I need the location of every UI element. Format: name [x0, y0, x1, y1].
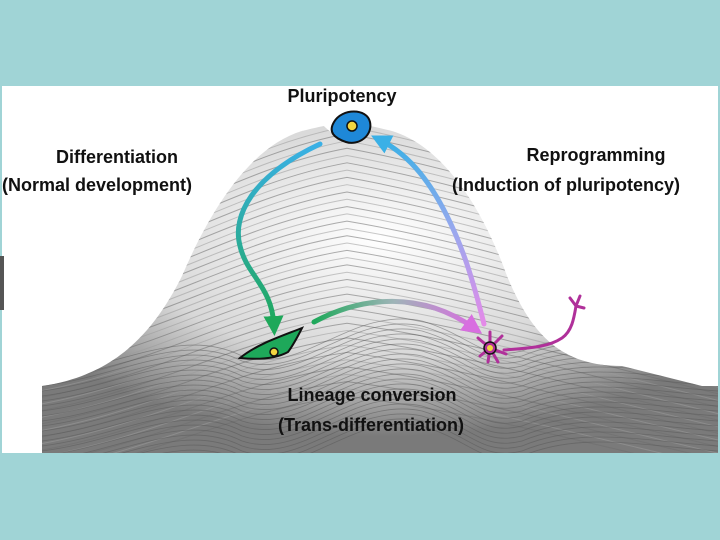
pluripotency-label: Pluripotency — [287, 86, 397, 106]
reprogramming-arrow — [371, 135, 487, 327]
lineage-conversion-arrow — [311, 298, 483, 334]
pluripotent-stem-cell-icon — [330, 110, 372, 144]
differentiation-label: Differentiation — [55, 147, 178, 167]
landscape-diagram — [42, 86, 718, 453]
trans-differentiation-label: (Trans-differentiation) — [277, 415, 464, 435]
lineage-conversion-label: Lineage conversion — [287, 385, 457, 405]
slide-side-marker — [0, 256, 4, 310]
landscape-hill — [42, 124, 718, 453]
neuron-cell-icon — [476, 294, 586, 364]
waddington-landscape-figure: Pluripotency Differentiation (Normal dev… — [2, 86, 718, 453]
fibroblast-cell-icon — [237, 326, 305, 360]
induction-of-pluripotency-label: (Induction of pluripotency) — [452, 175, 680, 195]
reprogramming-label: Reprogramming — [526, 145, 666, 165]
differentiation-arrow — [235, 141, 323, 336]
normal-development-label: (Normal development) — [2, 175, 193, 195]
